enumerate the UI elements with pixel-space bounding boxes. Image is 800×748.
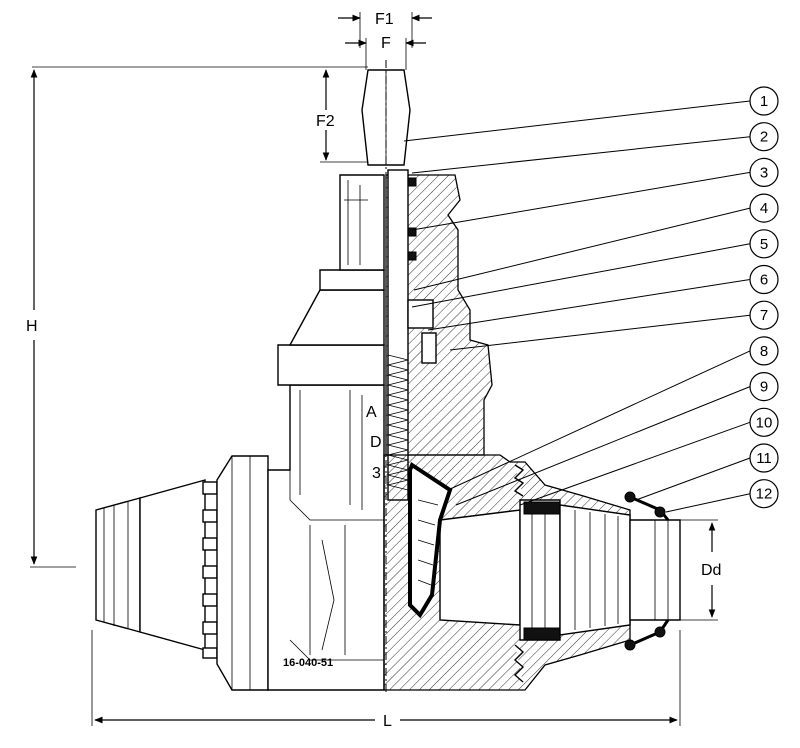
callout-leader-4 bbox=[413, 207, 751, 291]
callout-leader-9 bbox=[455, 386, 751, 506]
gate-wedge bbox=[408, 461, 453, 619]
callout-leader-10 bbox=[519, 421, 751, 506]
threaded-sleeve bbox=[559, 504, 631, 636]
callout-leader-3 bbox=[411, 171, 751, 231]
left-bonnet bbox=[288, 289, 385, 346]
callout-leader-11 bbox=[635, 457, 751, 501]
callout-circle-10 bbox=[749, 407, 779, 437]
o-ring-3a bbox=[407, 227, 417, 237]
callout-leader-1 bbox=[403, 100, 751, 142]
left-external-view bbox=[95, 69, 411, 691]
callout-number-2: 2 bbox=[760, 129, 768, 146]
dimension-lines: F1 F F2 H Dd L bbox=[26, 11, 721, 730]
bonnet-section bbox=[385, 174, 493, 456]
mark-letter-a: A bbox=[366, 404, 377, 421]
callout-circle-1 bbox=[749, 86, 779, 116]
callout-circle-2 bbox=[749, 122, 779, 152]
callout-leader-8 bbox=[447, 350, 751, 491]
callout-number-5: 5 bbox=[760, 236, 768, 253]
grip-teeth-top bbox=[513, 464, 525, 497]
dim-dd: Dd bbox=[701, 562, 721, 579]
callout-number-9: 9 bbox=[760, 379, 768, 396]
left-coupling-cone bbox=[139, 479, 206, 651]
serial-number: 16-040-51 bbox=[283, 657, 333, 669]
callout-number-6: 6 bbox=[760, 272, 768, 289]
left-spigot-end bbox=[95, 497, 141, 633]
callout-leader-2 bbox=[411, 136, 751, 174]
callout-number-7: 7 bbox=[760, 307, 768, 324]
callout-circle-3 bbox=[749, 157, 779, 187]
callout-leader-7 bbox=[449, 314, 751, 351]
dim-f1: F1 bbox=[375, 11, 394, 28]
callout-number-8: 8 bbox=[760, 343, 768, 360]
callout-circle-11 bbox=[749, 443, 779, 473]
grip-teeth-bottom bbox=[513, 644, 525, 683]
callout-number-4: 4 bbox=[760, 200, 768, 217]
seal-ring-10b bbox=[523, 627, 561, 641]
flow-channel bbox=[439, 509, 521, 626]
callout-leader-6 bbox=[427, 279, 751, 331]
callout-leader-5 bbox=[411, 243, 751, 308]
thrust-collar bbox=[407, 299, 434, 329]
left-body bbox=[267, 384, 385, 691]
right-coupling-body bbox=[519, 499, 561, 641]
body-markings: A D 3 16-040-51 bbox=[283, 404, 382, 669]
mark-letter-d: D bbox=[370, 434, 382, 451]
o-ring-2 bbox=[407, 177, 417, 187]
nut-insert bbox=[421, 332, 437, 364]
callout-number-3: 3 bbox=[760, 164, 768, 181]
right-section-view bbox=[383, 169, 681, 691]
left-stem-housing bbox=[339, 174, 385, 271]
callout-number-1: 1 bbox=[760, 93, 768, 110]
dim-l: L bbox=[383, 713, 392, 730]
dim-h: H bbox=[26, 318, 38, 335]
mark-digit-3: 3 bbox=[372, 465, 381, 482]
callout-circle-8 bbox=[749, 336, 779, 366]
callout-number-10: 10 bbox=[756, 414, 773, 431]
callout-number-12: 12 bbox=[756, 486, 773, 503]
dim-f: F bbox=[381, 35, 391, 52]
callout-leader-12 bbox=[665, 493, 751, 513]
seal-ring-10 bbox=[523, 501, 561, 515]
callout-circle-5 bbox=[749, 229, 779, 259]
dim-f2: F2 bbox=[316, 113, 335, 130]
callout-circle-9 bbox=[749, 372, 779, 402]
callout-circle-6 bbox=[749, 264, 779, 295]
o-ring-3b bbox=[407, 251, 417, 261]
callout-circle-7 bbox=[749, 300, 779, 330]
callout-circle-4 bbox=[749, 193, 779, 223]
left-nut bbox=[216, 455, 269, 691]
callout-number-11: 11 bbox=[756, 450, 772, 467]
left-bonnet-flange bbox=[277, 344, 385, 386]
callout-circle-12 bbox=[749, 479, 779, 509]
